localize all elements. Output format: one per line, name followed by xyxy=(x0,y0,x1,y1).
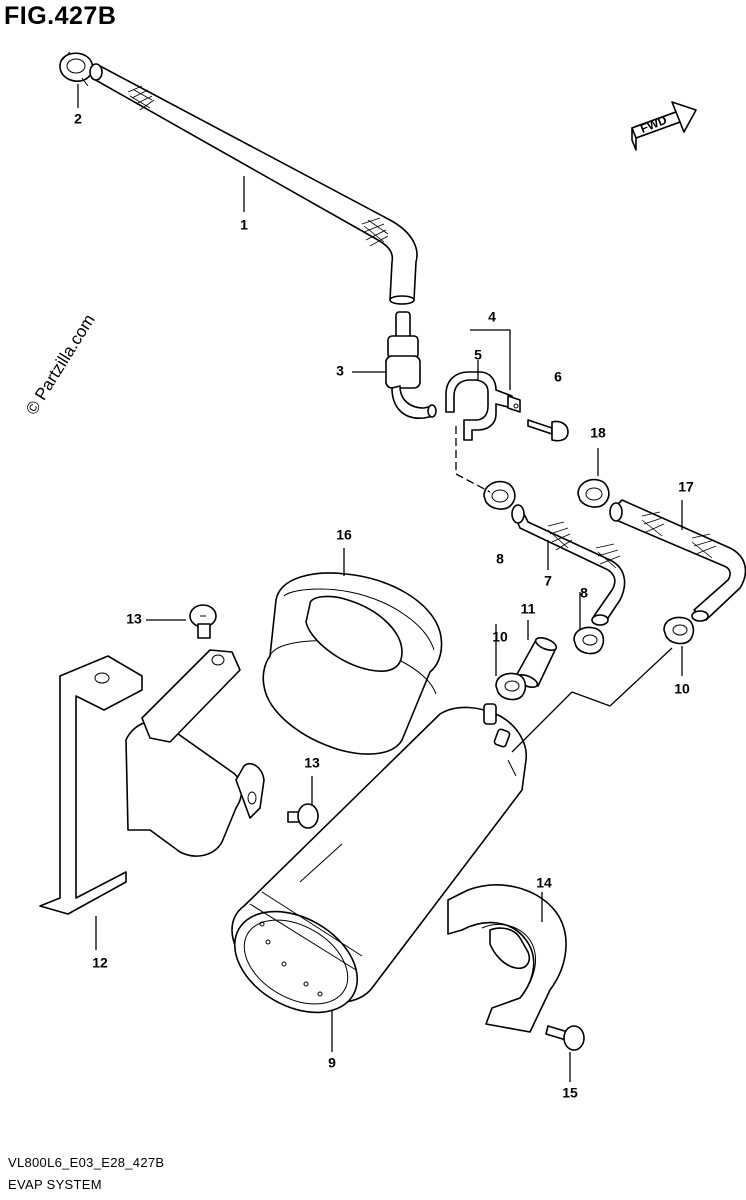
part-3-valve xyxy=(385,311,437,419)
callout-14: 14 xyxy=(536,875,552,891)
callout-15: 15 xyxy=(562,1085,578,1101)
part-10-clamp-right xyxy=(663,616,695,645)
part-15-screw xyxy=(545,1025,585,1051)
figure-title: FIG.427B xyxy=(4,2,117,30)
callout-13a: 13 xyxy=(126,611,142,627)
part-6-screw xyxy=(527,419,569,442)
part-8-clamp xyxy=(573,626,605,655)
part-2-clamp xyxy=(59,51,94,87)
callout-labels: 1 2 3 4 5 6 7 8 8 9 10 10 11 12 13 13 14… xyxy=(74,111,694,1101)
callout-1: 1 xyxy=(240,217,248,233)
callout-8a: 8 xyxy=(496,551,504,567)
part-4-bracket xyxy=(445,371,521,441)
diagram-code: VL800L6_E03_E28_427B xyxy=(8,1155,165,1170)
callout-10b: 10 xyxy=(674,681,690,697)
part-9-canister xyxy=(231,703,527,1014)
part-16-band xyxy=(262,572,443,755)
callout-17: 17 xyxy=(678,479,694,495)
diagram-subtitle: EVAP SYSTEM xyxy=(8,1177,102,1192)
part-14-band xyxy=(447,884,567,1033)
part-10-clamp-left xyxy=(495,672,527,701)
part-17-hose xyxy=(609,499,746,622)
callout-13b: 13 xyxy=(304,755,320,771)
part-18-clamp xyxy=(577,478,610,508)
part-7-hose xyxy=(511,504,626,626)
callout-18: 18 xyxy=(590,425,606,441)
part-1-hose xyxy=(89,63,418,305)
callout-12: 12 xyxy=(92,955,108,971)
callout-11: 11 xyxy=(521,601,536,617)
part-13-screw-top xyxy=(189,604,217,639)
callout-10a: 10 xyxy=(492,629,508,645)
fwd-arrow: FWD xyxy=(631,101,697,151)
callout-6: 6 xyxy=(554,369,562,385)
callout-2: 2 xyxy=(74,111,82,127)
callout-7: 7 xyxy=(544,573,552,589)
clamp-near-part-7 xyxy=(483,480,516,510)
callout-4: 4 xyxy=(488,309,496,325)
callout-5: 5 xyxy=(474,347,482,363)
callout-16: 16 xyxy=(336,527,352,543)
callout-9: 9 xyxy=(328,1055,336,1071)
part-13-screw-mid xyxy=(287,803,319,829)
part-12-bracket xyxy=(39,649,265,915)
callout-8b: 8 xyxy=(580,585,588,601)
leader-lines xyxy=(77,84,683,1082)
callout-3: 3 xyxy=(336,363,344,379)
